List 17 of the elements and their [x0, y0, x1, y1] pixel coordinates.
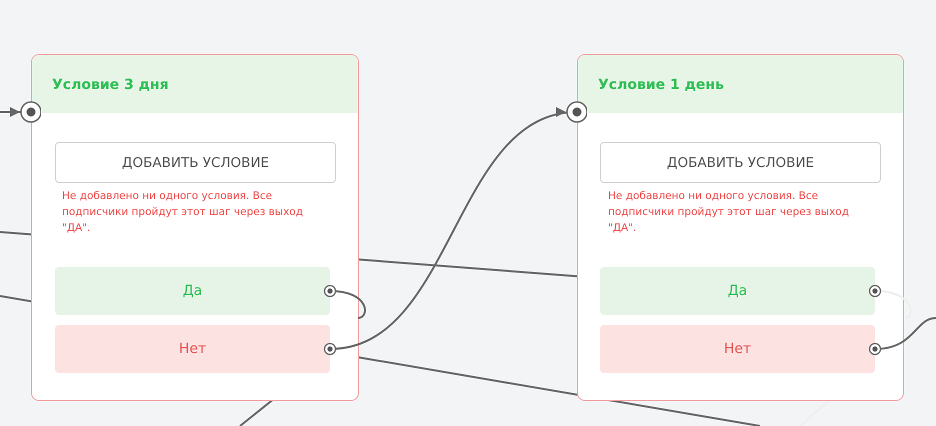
- condition-card: [577, 54, 904, 401]
- yes-exit: Да: [55, 267, 330, 315]
- add-condition-button: ДОБАВИТЬ УСЛОВИЕ: [55, 142, 336, 183]
- connector-line: [868, 284, 912, 319]
- yes-exit: Да: [600, 267, 875, 315]
- warning-text: Не добавлено ни одного условия. Все подписчики пройдут этот шаг через выход "ДА".: [62, 189, 304, 236]
- condition-card: [31, 54, 359, 401]
- warning-text: Не добавлено ни одного условия. Все подписчики пройдут этот шаг через выход "ДА".: [608, 189, 850, 236]
- card-title: Условие 1 день: [598, 77, 724, 93]
- no-exit: Нет: [600, 325, 875, 373]
- connector-arrow: [0, 101, 42, 123]
- add-condition-button: ДОБАВИТЬ УСЛОВИЕ: [600, 142, 881, 183]
- card-title: Условие 3 дня: [52, 77, 169, 93]
- connector-line: [324, 284, 366, 319]
- connector-line: [868, 317, 936, 356]
- connector-arrow: [324, 101, 588, 356]
- no-exit: Нет: [55, 325, 330, 373]
